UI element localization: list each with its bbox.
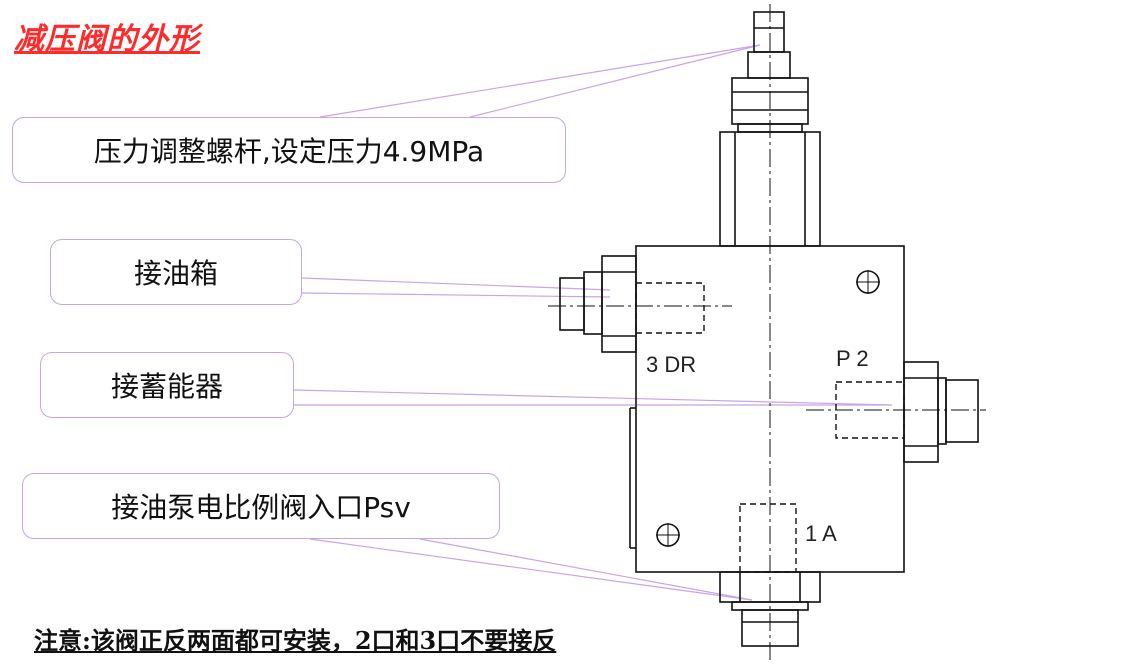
install-note: 注意:该阀正反两面都可安装，2口和3口不要接反: [34, 626, 557, 655]
page-title: 减压阀的外形: [14, 22, 200, 57]
callout-adjust-screw: 压力调整螺杆,设定压力4.9MPa: [12, 117, 566, 183]
callout-pump-inlet: 接油泵电比例阀入口Psv: [22, 473, 500, 539]
port-label-a: 1 A: [805, 521, 837, 546]
leader-lines: [293, 44, 893, 601]
callout-tank: 接油箱: [50, 239, 302, 305]
callout-accumulator: 接蓄能器: [40, 352, 294, 418]
port-label-p: P 2: [836, 346, 869, 371]
port-label-dr: 3 DR: [646, 352, 696, 377]
